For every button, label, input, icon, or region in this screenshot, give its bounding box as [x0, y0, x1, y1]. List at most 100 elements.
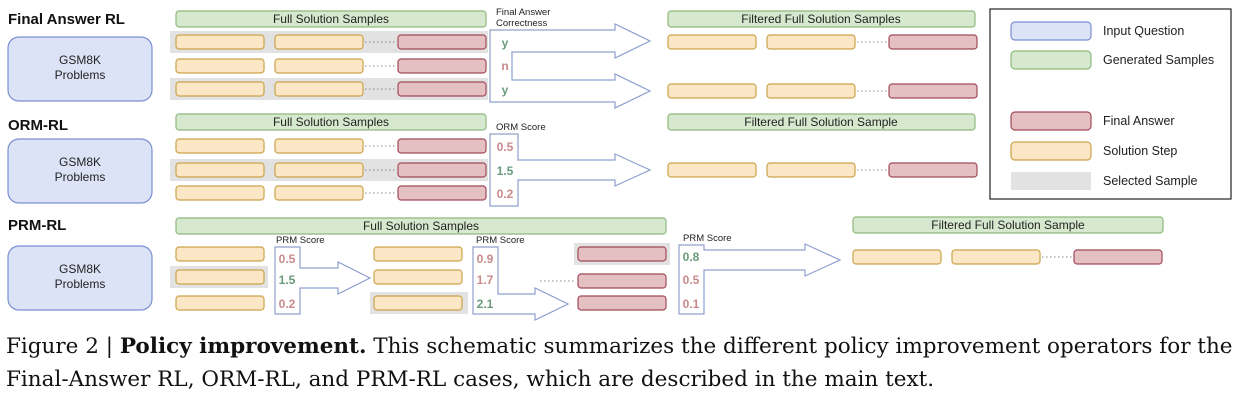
- score-header: ORM Score: [496, 122, 546, 133]
- legend-label-generated-samples: Generated Samples: [1103, 53, 1214, 67]
- figure-caption: Figure 2 | Policy improvement. This sche…: [6, 330, 1234, 396]
- solution-step: [373, 269, 463, 285]
- final-answer: [397, 138, 487, 154]
- final-answer: [397, 185, 487, 201]
- solution-step: [274, 58, 364, 74]
- question-line-2: Problems: [55, 68, 106, 82]
- filtered-sample-row: [667, 83, 978, 99]
- caption-text: This schematic summarizes the different …: [6, 334, 1233, 392]
- selection-arrow: [489, 133, 652, 207]
- solution-step: [175, 58, 265, 74]
- score-header-line-1: Final Answer: [496, 7, 550, 18]
- sample-row: [175, 81, 487, 97]
- solution-step: [175, 162, 265, 178]
- solution-step: [667, 162, 757, 178]
- solution-step: [175, 34, 265, 50]
- score-header: PRM Score: [476, 235, 525, 246]
- samples-header-label: Full Solution Samples: [273, 12, 389, 26]
- samples-header-label: Full Solution Samples: [273, 115, 389, 129]
- input-question-box: [7, 36, 153, 102]
- score-header-line-2: Correctness: [496, 18, 547, 29]
- solution-step: [274, 185, 364, 201]
- score-header: PRM Score: [276, 235, 325, 246]
- final-answer: [888, 83, 978, 99]
- solution-step: [766, 162, 856, 178]
- final-answer: [397, 81, 487, 97]
- solution-step: [175, 246, 265, 262]
- filtered-header-label: Filtered Full Solution Samples: [741, 12, 900, 26]
- legend-swatch-input-question: [1010, 21, 1092, 41]
- filtered-header: [667, 113, 976, 131]
- score-value: y: [502, 83, 509, 97]
- score-value: n: [501, 59, 508, 73]
- score-value: 1.5: [279, 273, 296, 287]
- score-value: 2.1: [477, 297, 494, 311]
- legend-label-solution-step: Solution Step: [1103, 144, 1177, 158]
- sample-row: [175, 185, 487, 201]
- row-final-answer-rl: Final Answer RL GSM8K Problems Full Solu…: [7, 7, 978, 109]
- selection-arrow: [489, 23, 652, 109]
- solution-step: [951, 249, 1041, 265]
- solution-step: [175, 295, 265, 311]
- row-orm-rl: ORM-RL GSM8K Problems Full Solution Samp…: [7, 113, 978, 207]
- question-line-2: Problems: [55, 170, 106, 184]
- input-question-box: [7, 138, 153, 204]
- final-answer: [888, 34, 978, 50]
- solution-step: [274, 34, 364, 50]
- filtered-sample-row: [852, 249, 1163, 265]
- legend: Input Question Generated Samples Final A…: [989, 8, 1232, 200]
- score-value: 1.5: [497, 164, 514, 178]
- score-header: PRM Score: [683, 233, 732, 244]
- final-answer: [888, 162, 978, 178]
- solution-step: [373, 246, 463, 262]
- selection-arrow: [472, 246, 570, 321]
- filtered-sample-row: [667, 162, 978, 178]
- filtered-header: [852, 216, 1164, 234]
- filtered-sample-row: [667, 34, 978, 50]
- solution-step: [667, 83, 757, 99]
- score-value: 0.1: [683, 297, 700, 311]
- filtered-header-label: Filtered Full Solution Sample: [744, 115, 898, 129]
- final-answer: [577, 273, 667, 289]
- score-value: 0.5: [497, 140, 514, 154]
- input-question-box: [7, 245, 153, 311]
- samples-header: [175, 113, 487, 131]
- final-answer: [397, 162, 487, 178]
- final-answer: [577, 295, 667, 311]
- score-value: 0.5: [279, 252, 296, 266]
- final-answer: [577, 246, 667, 262]
- filtered-header-label: Filtered Full Solution Sample: [931, 218, 1085, 232]
- policy-improvement-diagram: .q { fill: #dde3f7; stroke: #7a8fd0; str…: [7, 7, 1232, 321]
- score-value: 1.7: [477, 273, 494, 287]
- legend-swatch-selected-sample: [1011, 172, 1091, 190]
- final-answer: [1073, 249, 1163, 265]
- solution-step: [274, 81, 364, 97]
- score-value: 0.9: [477, 252, 494, 266]
- samples-header-label: Full Solution Samples: [363, 219, 479, 233]
- question-line-1: GSM8K: [59, 155, 101, 169]
- final-answer: [397, 58, 487, 74]
- row-title: Final Answer RL: [8, 11, 125, 28]
- solution-step: [175, 138, 265, 154]
- selection-arrow: [678, 243, 842, 315]
- legend-frame: [989, 8, 1232, 200]
- solution-step: [766, 34, 856, 50]
- solution-step: [175, 81, 265, 97]
- selection-arrow: [274, 246, 372, 315]
- solution-step: [175, 269, 265, 285]
- samples-header: [175, 217, 667, 235]
- question-line-1: GSM8K: [59, 262, 101, 276]
- solution-step: [175, 185, 265, 201]
- sample-row: [175, 138, 487, 154]
- score-value: 0.2: [497, 187, 514, 201]
- score-value: 0.2: [279, 297, 296, 311]
- solution-step: [373, 295, 463, 311]
- filtered-header: [667, 10, 976, 28]
- legend-label-final-answer: Final Answer: [1103, 114, 1175, 128]
- sample-row: [175, 34, 487, 50]
- solution-step: [667, 34, 757, 50]
- legend-label-selected-sample: Selected Sample: [1103, 174, 1198, 188]
- samples-header: [175, 10, 487, 28]
- score-value: y: [502, 36, 509, 50]
- solution-step: [274, 138, 364, 154]
